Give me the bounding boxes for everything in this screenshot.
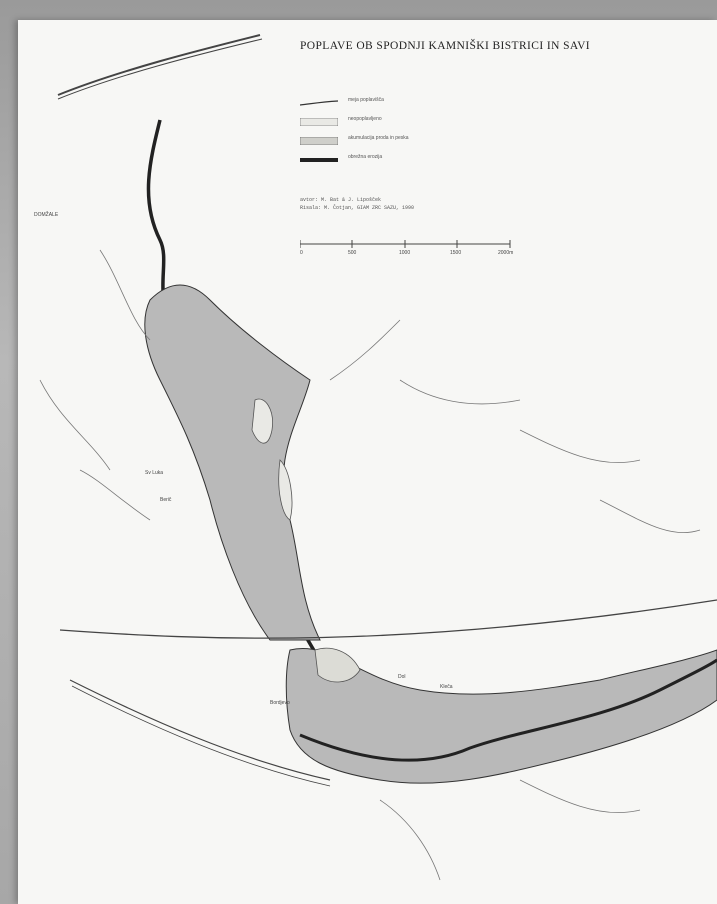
- legend-item: akumulacija proda in peska: [300, 134, 530, 149]
- river-sava: [299, 658, 717, 762]
- island-1: [251, 398, 273, 444]
- legend-swatch-stipple-icon: [300, 137, 338, 145]
- flood-area-sava: [285, 648, 717, 784]
- legend-label: neopoplavljeno: [348, 116, 382, 122]
- tributaries: [39, 249, 701, 881]
- place-bordjevo: Bordjevo: [270, 700, 290, 706]
- legend-item: meja poplavišča: [300, 96, 530, 111]
- place-domzale: DOMŽALE: [34, 212, 59, 218]
- map-title: POPLAVE OB SPODNJI KAMNIŠKI BISTRICI IN …: [300, 40, 591, 52]
- gravel-deposit: [314, 647, 361, 683]
- legend-item: neopoplavljeno: [300, 115, 530, 130]
- credits: avtor: M. Bat & J. Lipošček Risala: M. Č…: [300, 196, 540, 212]
- scale-tick-label: 2000m: [498, 250, 514, 256]
- credit-author: avtor: M. Bat & J. Lipošček: [300, 197, 382, 203]
- legend-swatch-line-icon: [300, 100, 338, 106]
- flood-area-upper: [144, 284, 321, 641]
- scale-tick-label: 1500: [450, 250, 462, 256]
- scale-bar: 0 500 1000 1500 2000m: [300, 240, 520, 260]
- legend-swatch-bold-icon: [300, 158, 338, 162]
- place-kleca: Klečа: [440, 684, 453, 690]
- place-dol: Dol: [398, 674, 406, 680]
- credit-drawn-by: Risala: M. Čotjan, GIAM ZRC SAZU, 1990: [300, 205, 415, 211]
- legend-label: akumulacija proda in peska: [348, 135, 409, 141]
- legend-item: obrežna erozija: [300, 153, 530, 168]
- highway: [59, 599, 717, 639]
- railway-top: [57, 34, 261, 96]
- legend-swatch-dots-icon: [300, 118, 338, 126]
- scale-tick-label: 1000: [399, 250, 411, 256]
- place-beric: Berič: [160, 497, 172, 503]
- scale-tick-label: 500: [348, 250, 357, 256]
- scale-bar-line: [300, 240, 511, 248]
- scale-tick-label: 0: [300, 250, 303, 256]
- railway-bottom: [69, 679, 331, 781]
- island-2: [278, 459, 293, 521]
- legend: meja poplavišča neopoplavljeno akumulaci…: [300, 96, 530, 172]
- legend-label: obrežna erozija: [348, 154, 383, 160]
- legend-label: meja poplavišča: [348, 97, 384, 103]
- place-sv-luka: Sv Luka: [145, 470, 164, 476]
